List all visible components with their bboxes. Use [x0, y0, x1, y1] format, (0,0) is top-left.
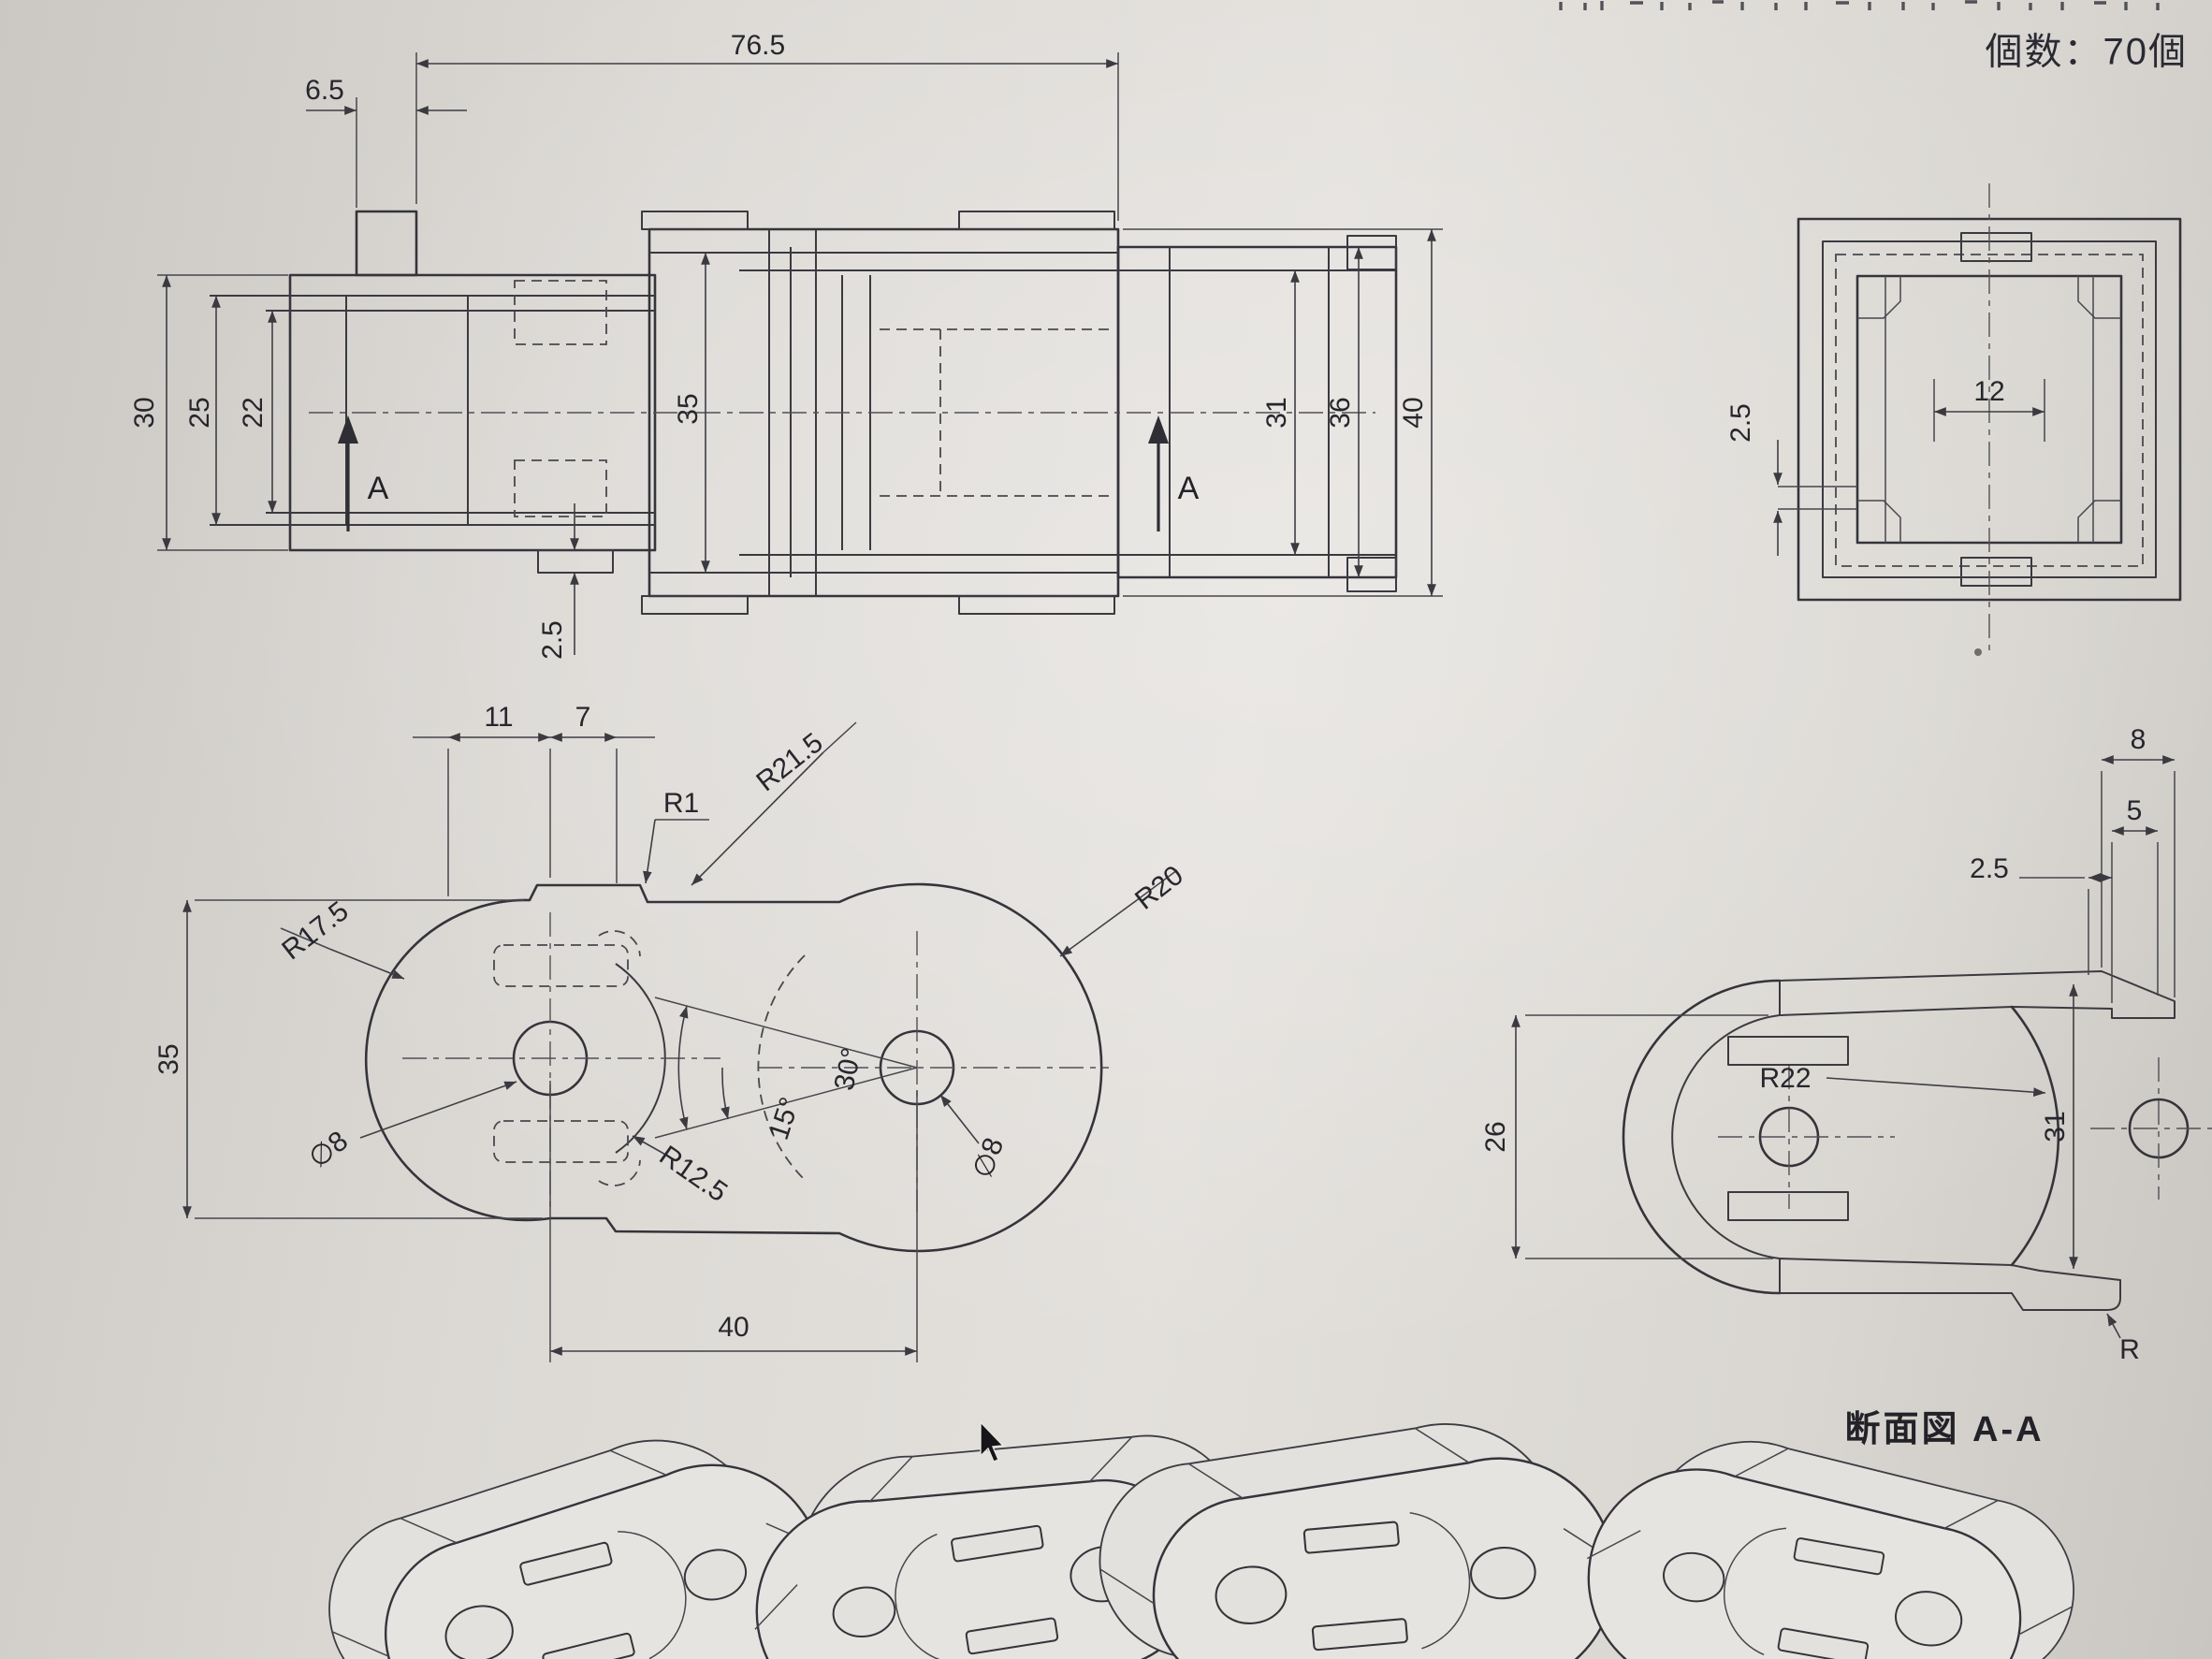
section-label-a-right: A: [1178, 471, 1200, 506]
dim-30deg: 30°: [829, 1045, 868, 1093]
dim-r22: R22: [1759, 1063, 1811, 1094]
dim-31-section: 31: [2040, 1111, 2071, 1142]
end-view-outline: [1797, 183, 2182, 655]
dim-dia8-left: ∅8: [303, 1126, 354, 1174]
section-label-a-left: A: [368, 471, 389, 506]
dim-step-2-5: 2.5: [537, 620, 568, 660]
dim-40-pitch: 40: [718, 1312, 749, 1343]
section-arrow-left: A: [338, 415, 389, 531]
dim-15deg: 15°: [764, 1094, 806, 1143]
quantity-note: 個数：70個: [1986, 32, 2189, 73]
dim-36: 36: [1325, 397, 1356, 428]
profile-view: 11 7 R1 R21.5 R17.5 R20 35 ∅8 R12.5: [153, 702, 1189, 1362]
dim-7: 7: [575, 702, 591, 733]
isometric-view-4: [1567, 1414, 2092, 1659]
section-dimensions: 8 5 2.5 26 R22 31 R: [1480, 724, 2176, 1365]
dim-40: 40: [1398, 397, 1429, 428]
dim-35: 35: [673, 393, 704, 424]
dim-r-fillet: R: [2119, 1334, 2140, 1365]
dim-25: 25: [184, 397, 215, 428]
dim-30: 30: [129, 397, 160, 428]
dim-wall-2-5: 2.5: [1725, 403, 1756, 443]
dim-35-profile: 35: [153, 1043, 184, 1074]
side-view-dimensions: 76.5 6.5 30 25 22 35 2.5 31 36: [129, 30, 1443, 660]
dim-12: 12: [1973, 376, 2004, 407]
dim-r20: R20: [1129, 860, 1189, 916]
mouse-cursor: [980, 1420, 1005, 1463]
section-arrow-right: A: [1148, 415, 1200, 531]
side-view-outline: [210, 210, 1398, 615]
dim-dia8-right: ∅8: [968, 1134, 1011, 1183]
dim-26: 26: [1480, 1121, 1511, 1152]
dim-r12-5: R12.5: [654, 1140, 734, 1208]
dim-2-5-section: 2.5: [1970, 853, 2009, 884]
section-caption: 断面図 A-A: [1844, 1410, 2044, 1449]
screen-speck: [1974, 648, 1982, 656]
end-view-dimensions: 12 2.5: [1725, 376, 2045, 556]
isometric-views: [304, 1403, 2092, 1659]
dim-22: 22: [238, 397, 269, 428]
dim-11: 11: [484, 702, 513, 733]
dim-8: 8: [2131, 724, 2147, 755]
end-view: 12 2.5: [1725, 183, 2182, 655]
header-area: 個数：70個: [1559, 0, 2189, 73]
profile-dimensions: 11 7 R1 R21.5 R17.5 R20 35 ∅8 R12.5: [153, 702, 1189, 1362]
dim-31: 31: [1261, 397, 1292, 428]
dim-r1: R1: [663, 788, 699, 819]
section-view: 8 5 2.5 26 R22 31 R 断面図 A-A: [1480, 724, 2212, 1449]
cropped-text-fragments: [1559, 0, 2160, 10]
dim-76-5: 76.5: [731, 30, 785, 61]
dim-5: 5: [2127, 795, 2143, 826]
profile-outline: [364, 882, 1109, 1253]
dim-6-5: 6.5: [305, 75, 344, 106]
side-view: 76.5 6.5 30 25 22 35 2.5 31 36: [129, 30, 1443, 660]
section-outline: [1622, 970, 2212, 1311]
